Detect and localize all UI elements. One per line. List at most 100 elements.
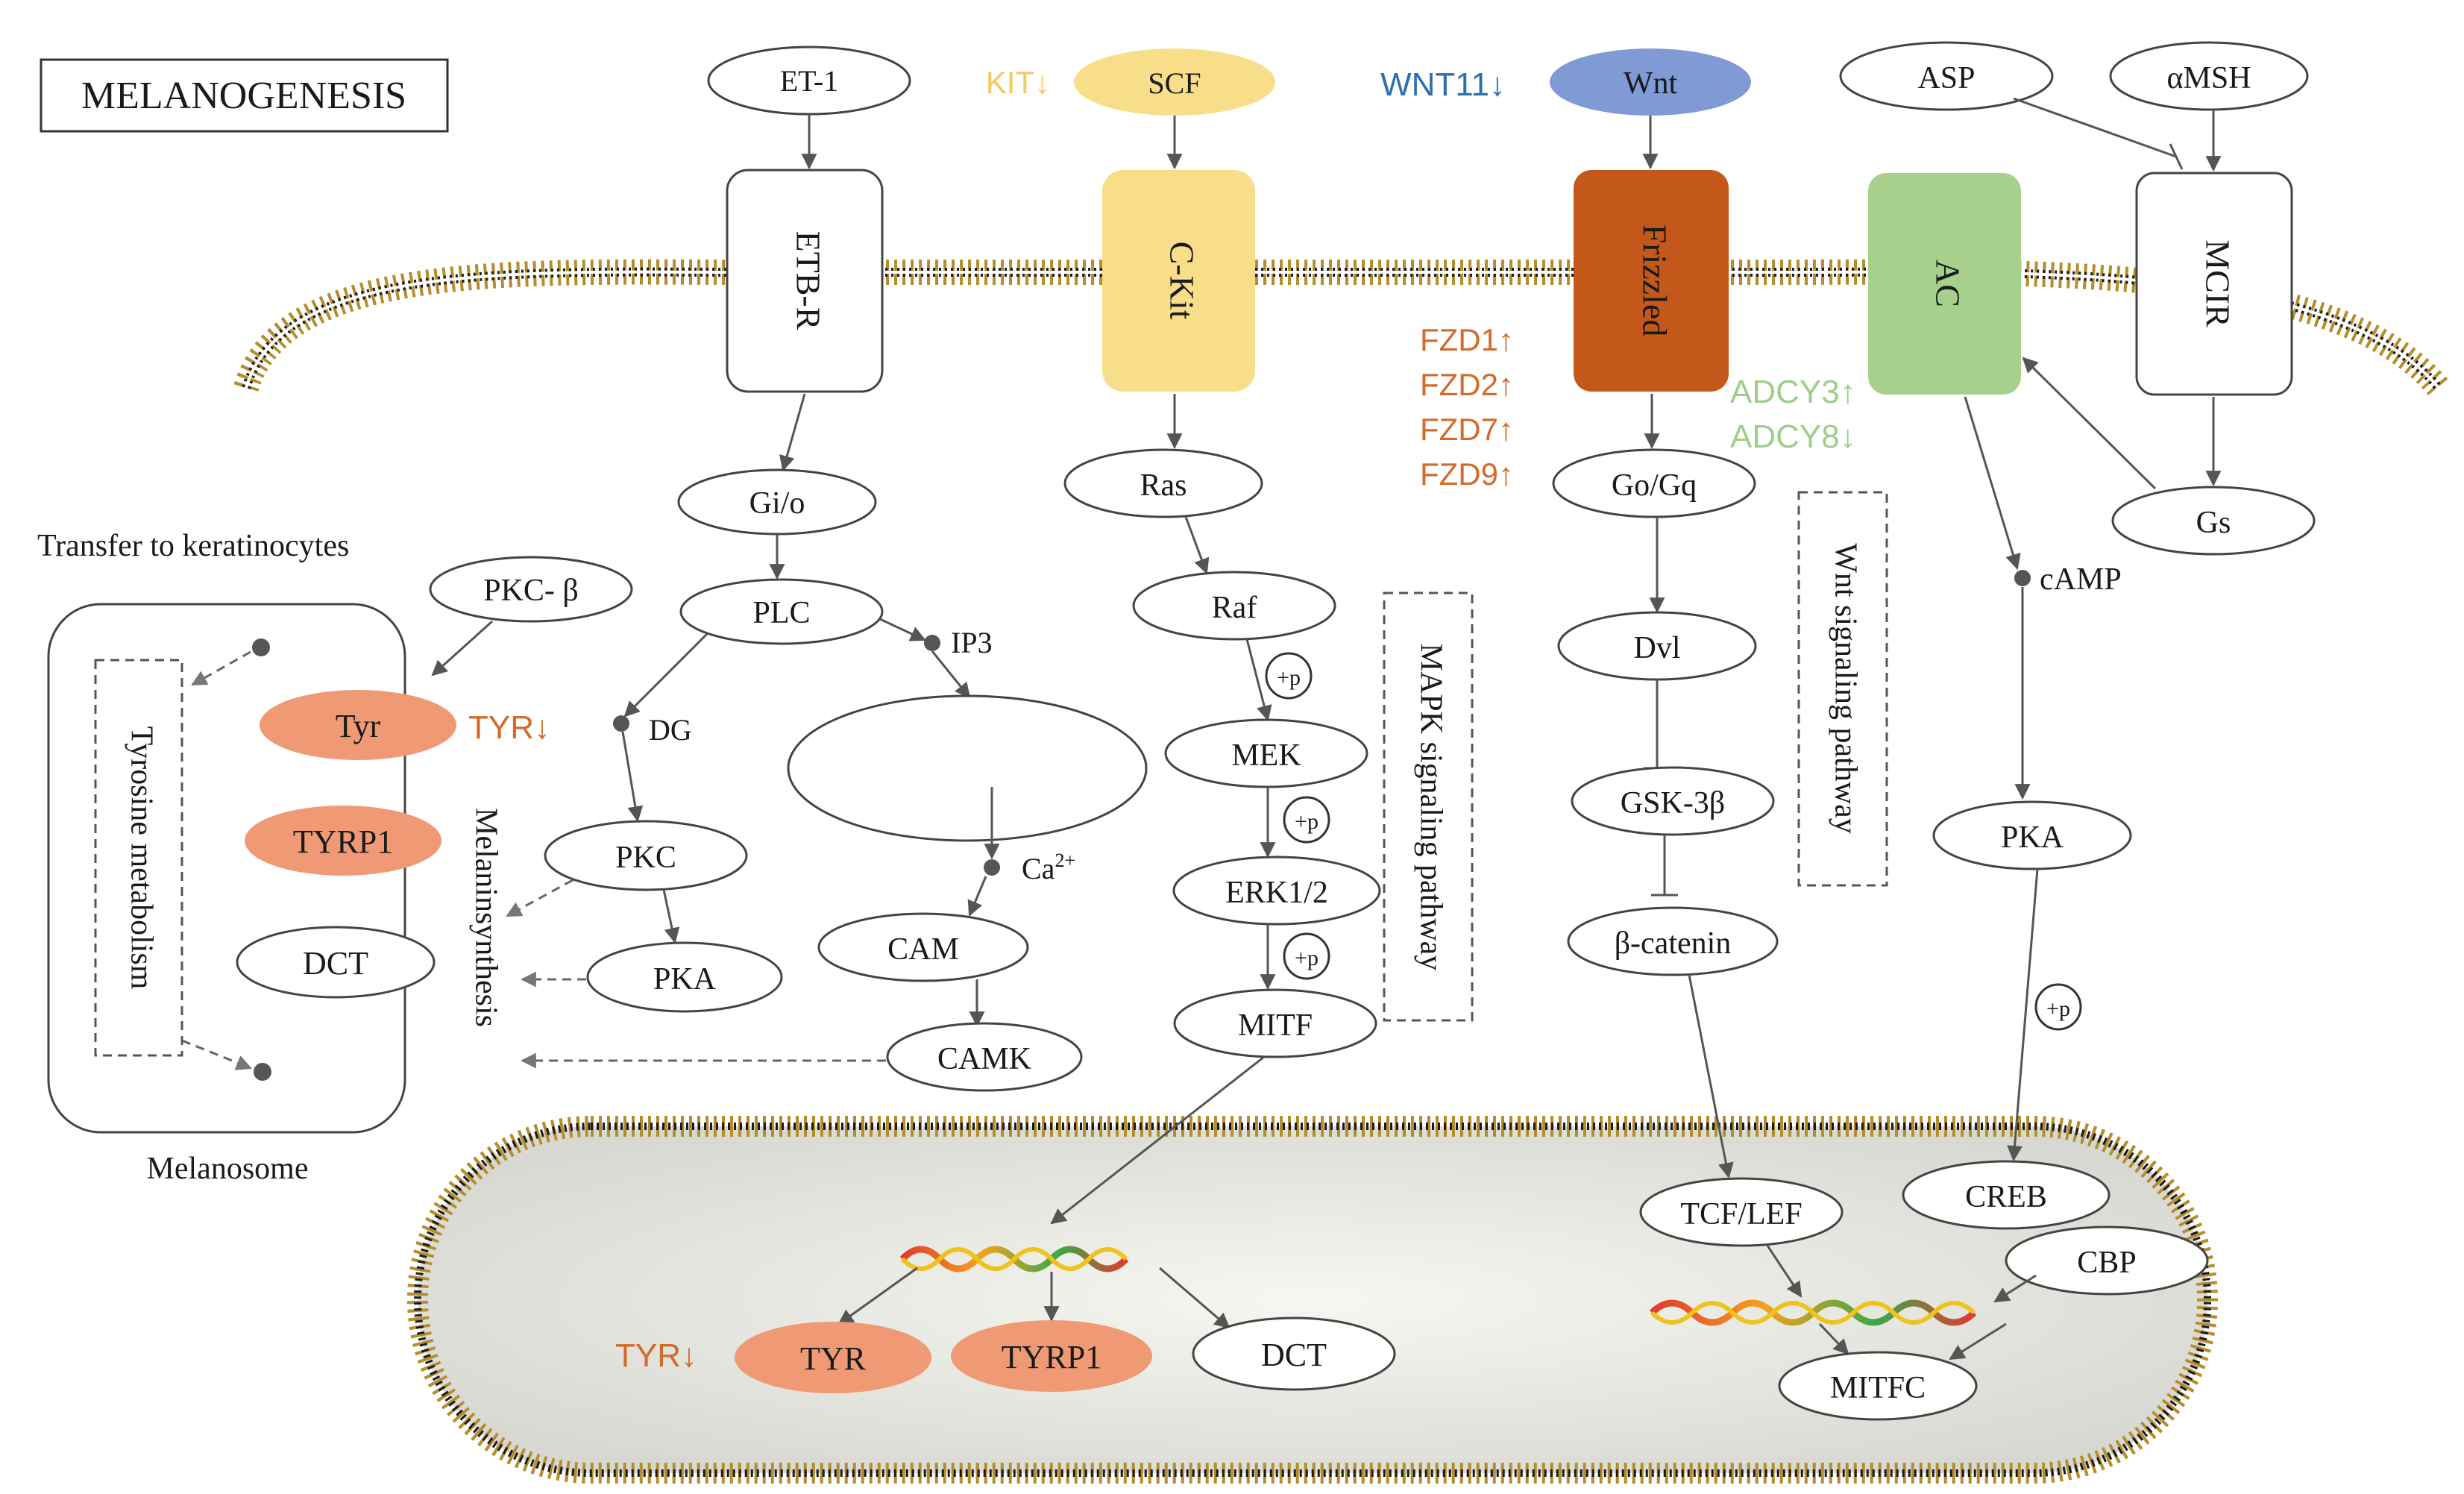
creb-label: CREB xyxy=(1965,1180,2047,1214)
melanosome-dot-top xyxy=(252,638,270,656)
ac-label: AC xyxy=(1929,260,1967,307)
dct-melanosome-node xyxy=(236,926,436,999)
mc1r-label: MCIR xyxy=(2199,239,2237,327)
phos-creb-label: +p xyxy=(2046,996,2070,1021)
arrow-ras-raf xyxy=(1184,516,1210,574)
arrow-gs-ac xyxy=(2022,357,2157,490)
mitfc-label: MITFC xyxy=(1830,1371,1926,1405)
pka-left-node xyxy=(586,941,783,1013)
dct-melanosome-label: DCT xyxy=(303,945,368,982)
dash-pkc-melanin xyxy=(506,879,573,917)
mc1r-receptor xyxy=(2135,172,2293,396)
phos-mek-label: +p xyxy=(1277,665,1301,690)
dash-to-tyrosine xyxy=(191,650,251,686)
erk-label: ERK1/2 xyxy=(1225,876,1328,910)
inhibit-bar-mc1r xyxy=(2169,143,2184,170)
arrow-plc-dg xyxy=(623,633,708,718)
tyrp1-nucleus-label: TYRP1 xyxy=(1002,1339,1101,1375)
dvl-label: Dvl xyxy=(1634,631,1681,665)
pkcb-node xyxy=(429,556,633,623)
gs-label: Gs xyxy=(2196,506,2231,540)
ckit-receptor xyxy=(1102,170,1255,392)
tyr-membrane-regulation: TYR↓ xyxy=(468,709,550,746)
phos-mitf xyxy=(1283,932,1330,980)
arrow-etbr-gio xyxy=(779,393,806,472)
frizzled-label: Frizzled xyxy=(1635,225,1673,337)
ca-dot xyxy=(984,859,1000,876)
tyr-melanosome-label: Tyr xyxy=(336,708,381,744)
mapk-pathway-box xyxy=(1383,591,1474,1022)
pkcb-label: PKC- β xyxy=(483,574,579,608)
scf-label: SCF xyxy=(1148,66,1201,100)
fzd7-regulation: FZD7↑ xyxy=(1420,412,1514,447)
melanosome-caption: Melanosome xyxy=(147,1152,309,1186)
pkc-node xyxy=(544,820,748,891)
fzd2-regulation: FZD2↑ xyxy=(1420,367,1514,402)
gs-node xyxy=(2111,486,2316,556)
gsk-label: GSK-3β xyxy=(1621,786,1725,820)
mek-label: MEK xyxy=(1231,738,1301,773)
pka-right-label: PKA xyxy=(2001,820,2064,855)
title-box: MELANOGENESIS xyxy=(40,58,449,133)
arrow-cbp-dna xyxy=(1993,1274,2037,1303)
bcatenin-label: β-catenin xyxy=(1615,926,1732,961)
ac-enzyme xyxy=(1868,173,2021,395)
erk-node xyxy=(1172,856,1381,926)
phos-mitf-label: +p xyxy=(1295,946,1319,970)
bcatenin-node xyxy=(1567,906,1779,976)
tyr-nucleus-label: TYR xyxy=(800,1340,867,1377)
arrow-dna-mitfc-left xyxy=(1818,1322,1849,1355)
melanosome-dot-bottom xyxy=(254,1063,271,1081)
arrow-pkcb-tyr xyxy=(431,620,494,677)
arrow-raf-mek xyxy=(1245,638,1272,722)
wnt11-regulation: WNT11↓ xyxy=(1380,66,1506,103)
ras-node xyxy=(1063,448,1263,518)
arrow-dna-dct xyxy=(1159,1267,1231,1329)
arrow-ca-cam xyxy=(967,876,987,917)
fzd-regulation-list: FZD1↑ FZD2↑ FZD7↑ FZD9↑ xyxy=(1420,322,1514,492)
creb-node xyxy=(1902,1160,2111,1230)
cell-membrane xyxy=(233,259,2449,396)
tyrosine-metabolism-label: Tyrosine metabolism xyxy=(124,726,158,990)
fzd1-regulation: FZD1↑ xyxy=(1420,322,1514,357)
plc-node xyxy=(679,578,884,645)
tyr-nucleus-regulation: TYR↓ xyxy=(615,1337,697,1374)
camk-node xyxy=(886,1022,1083,1092)
etbr-receptor xyxy=(726,169,884,393)
arrow-dna-tyr xyxy=(837,1267,918,1325)
melaninsynthesis-label: Melaninsynthesis xyxy=(468,808,503,1027)
phos-erk-label: +p xyxy=(1295,809,1319,834)
wnt-pathway-box xyxy=(1797,491,1888,887)
wnt-pathway-label: Wnt signaling pathway xyxy=(1828,543,1862,834)
er-calcium-store xyxy=(787,694,1148,842)
phos-creb xyxy=(2034,983,2082,1031)
mapk-pathway-label: MAPK signaling pathway xyxy=(1413,644,1448,971)
dna-helix-left xyxy=(899,1246,1129,1272)
mitf-node xyxy=(1173,988,1377,1058)
adcy8-regulation: ADCY8↓ xyxy=(1730,418,1856,455)
ip3-label: IP3 xyxy=(951,626,993,659)
gogq-node xyxy=(1552,448,1756,518)
tyr-nucleus-node xyxy=(735,1322,931,1393)
gogq-label: Go/Gq xyxy=(1612,468,1697,503)
cam-node xyxy=(817,912,1029,982)
adcy3-regulation: ADCY3↑ xyxy=(1730,374,1856,410)
dg-label: DG xyxy=(649,713,692,747)
scf-node xyxy=(1074,48,1275,116)
transfer-keratinocytes-label: Transfer to keratinocytes xyxy=(37,529,349,563)
asp-node xyxy=(1839,41,2054,111)
ckit-label: C-Kit xyxy=(1163,242,1201,320)
arrow-dg-pkc xyxy=(621,731,644,823)
gsk-node xyxy=(1571,766,1775,836)
plc-label: PLC xyxy=(752,596,810,630)
mitf-label: MITF xyxy=(1238,1008,1313,1043)
dna-helix-right xyxy=(1649,1299,1977,1326)
pkc-label: PKC xyxy=(615,841,676,875)
tyrp1-nucleus-node xyxy=(951,1320,1152,1392)
et1-label: ET-1 xyxy=(780,64,839,98)
arrow-tcf-dna xyxy=(1766,1245,1803,1298)
phos-erk xyxy=(1283,796,1330,844)
wnt-node xyxy=(1550,48,1751,116)
tcf-lef-node xyxy=(1639,1177,1844,1247)
